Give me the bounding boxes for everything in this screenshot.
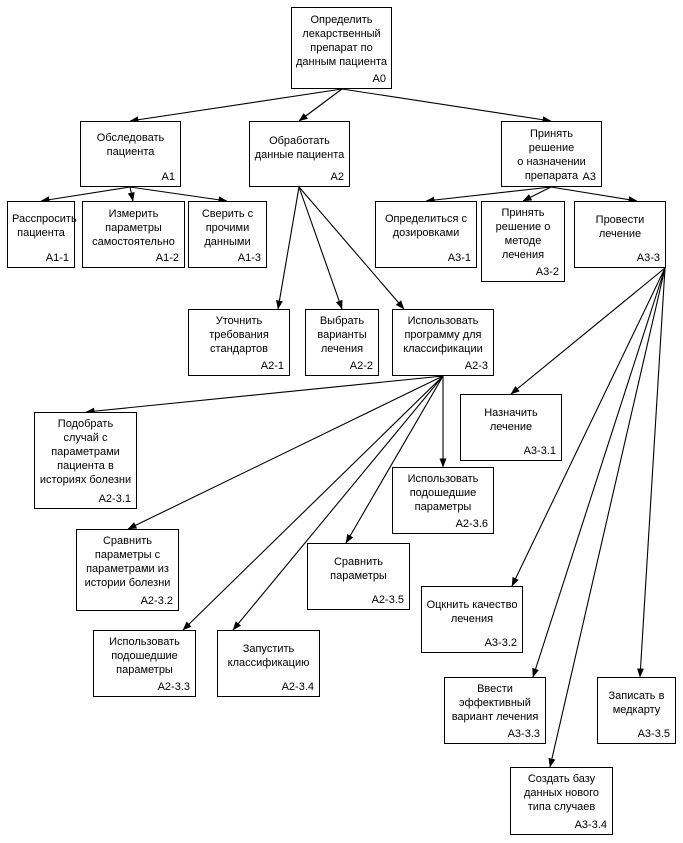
- node-label: Уточнить требования стандартов: [209, 315, 269, 355]
- edge-a1-to-a1-2: [127, 186, 135, 202]
- node-code: A3-3.4: [574, 819, 607, 831]
- edge-a2-to-a2-3: [298, 186, 405, 310]
- node-box-a2-3-1: Подобрать случай с параметрами пациента …: [34, 412, 137, 509]
- node-code: A2-3.6: [455, 518, 488, 530]
- node-label: Обследовать пациента: [96, 132, 165, 158]
- node-code: A1-1: [45, 252, 69, 264]
- edge-a3-to-a3-1: [425, 186, 552, 204]
- node-label: Определиться с дозировками: [384, 213, 468, 239]
- edge-a0-to-a3: [341, 88, 552, 124]
- node-code: A3-3.5: [637, 728, 670, 740]
- node-code: A3-2: [535, 266, 559, 278]
- node-label: Выбрать варианты лечения: [317, 315, 367, 355]
- edge-a2-to-a2-1: [275, 186, 300, 310]
- node-label: Использовать подошедшие параметры: [407, 473, 479, 513]
- node-label: Подобрать случай с параметрами пациента …: [39, 418, 132, 486]
- node-label: Провести лечение: [595, 214, 645, 240]
- node-label: Принять решение о назначении препарата: [517, 128, 586, 182]
- edge-a2-3-to-a2-3.3: [182, 375, 444, 631]
- node-code: A2-3.1: [98, 493, 131, 505]
- node-code: A3-3.3: [507, 728, 540, 740]
- edge-a2-3-to-a2-3.5: [345, 375, 444, 544]
- node-box-a2-3-2: Сравнить параметры с параметрами из исто…: [76, 529, 179, 611]
- edge-a2-3-to-a2-3.2: [127, 375, 444, 530]
- node-code: A2-3.4: [281, 681, 314, 693]
- node-code: A2-3: [464, 360, 488, 372]
- node-code: A3: [582, 171, 596, 183]
- edge-a0-to-a2: [298, 88, 343, 122]
- node-code: A2-1: [260, 360, 284, 372]
- edge-a2-3-to-a2-3.1: [85, 375, 444, 415]
- edge-a2-to-a2-2: [298, 186, 343, 310]
- node-label: Использовать программу для классификации: [403, 315, 483, 355]
- node-label: Сверить с прочими данными: [201, 208, 254, 248]
- node-label: Сравнить параметры с параметрами из исто…: [84, 535, 171, 589]
- node-label: Определить лекарственный препарат по дан…: [296, 14, 387, 68]
- node-code: A3-3.1: [523, 445, 556, 457]
- node-box-a0: Определить лекарственный препарат по дан…: [291, 7, 392, 89]
- node-code: A1-3: [237, 252, 261, 264]
- edge-a1-to-a1-3: [129, 186, 228, 204]
- node-code: A0: [372, 73, 386, 85]
- node-box-a2-3: Использовать программу для классификации…: [392, 309, 494, 376]
- node-label: Принять решение о методе лечения: [495, 207, 551, 261]
- node-label: Измерить параметры самостоятельно: [92, 208, 175, 248]
- node-label: Расспросить пациента: [12, 213, 77, 239]
- node-code: A1: [161, 171, 175, 183]
- node-code: A2-3.2: [140, 595, 173, 607]
- node-code: A3-3: [636, 252, 660, 264]
- edge-a3-to-a3-2: [522, 186, 552, 202]
- node-code: A3-3.2: [484, 637, 517, 649]
- edge-a2-3-to-a2-3.4: [232, 375, 444, 631]
- node-label: Оцкнить качество лечения: [426, 599, 518, 625]
- node-label: Использовать подошедшие параметры: [109, 636, 180, 676]
- node-label: Сравнить параметры: [330, 556, 387, 582]
- node-label: Запустить классификацию: [227, 643, 310, 669]
- node-label: Записать в медкарту: [608, 690, 665, 716]
- node-label: Обработать данные пациента: [254, 135, 345, 161]
- edge-a3-3-to-a3-3.2: [511, 267, 666, 587]
- node-code: A2-3.5: [371, 594, 404, 606]
- edge-a1-to-a1-1: [40, 186, 131, 204]
- edge-a3-3-to-a3-3.5: [637, 267, 666, 678]
- node-label: Создать базу данных нового типа случаев: [523, 773, 600, 813]
- edge-a3-3-to-a3-3.3: [532, 267, 666, 678]
- node-code: A2-3.3: [157, 681, 190, 693]
- node-label: Ввести эффективный вариант лечения: [451, 683, 539, 723]
- node-code: A2: [330, 171, 344, 183]
- edge-a3-3-to-a3-3.1: [510, 267, 666, 395]
- edge-a3-to-a3-3: [550, 186, 638, 204]
- node-code: A3-1: [447, 252, 471, 264]
- edge-a0-to-a1: [129, 88, 343, 124]
- node-code: A2-2: [349, 360, 373, 372]
- node-label: Назначить лечение: [484, 407, 538, 433]
- edge-a3-3-to-a3-3.4: [548, 267, 666, 768]
- node-code: A1-2: [155, 252, 179, 264]
